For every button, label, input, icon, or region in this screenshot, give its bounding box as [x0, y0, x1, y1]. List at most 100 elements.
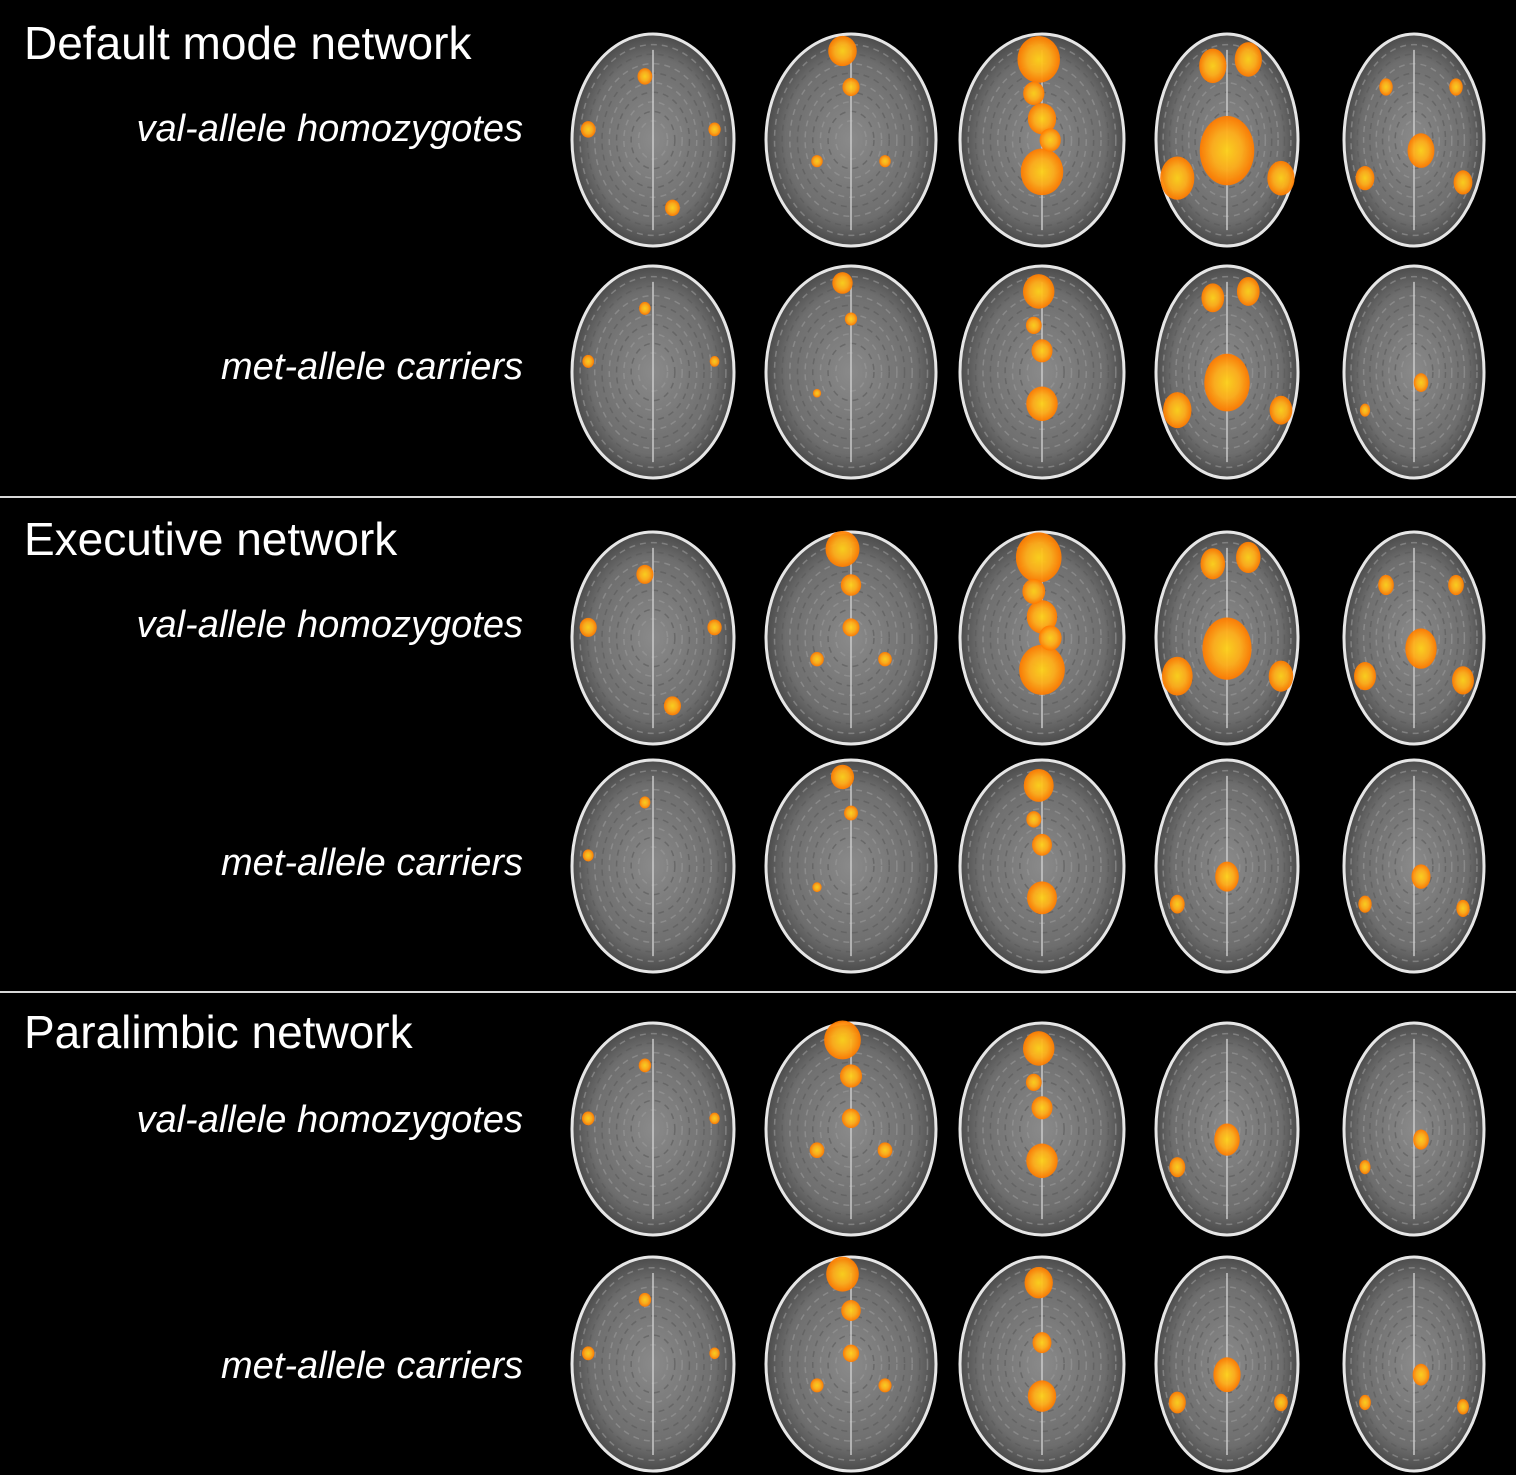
activation-blob	[1039, 128, 1061, 152]
activation-blob	[638, 1292, 652, 1307]
activation-blob	[1452, 666, 1474, 695]
activation-blob	[1448, 574, 1464, 596]
activation-blob	[826, 1256, 859, 1292]
activation-blob	[707, 619, 722, 636]
activation-blob	[1026, 1143, 1058, 1179]
brain-slice	[764, 758, 938, 974]
activation-blob	[810, 1378, 824, 1393]
brain-slice	[958, 530, 1126, 746]
activation-blob	[1026, 386, 1058, 422]
brain-slice	[1342, 758, 1486, 974]
activation-blob	[1022, 578, 1046, 604]
activation-blob	[1022, 274, 1055, 309]
activation-blob	[1378, 574, 1394, 596]
activation-blob	[1023, 769, 1054, 802]
activation-blob	[639, 301, 651, 315]
brain-slice	[764, 264, 938, 480]
activation-blob	[582, 354, 595, 368]
activation-blob	[579, 617, 597, 637]
activation-blob	[812, 388, 822, 398]
activation-blob	[841, 1108, 861, 1129]
activation-blob	[1022, 1031, 1055, 1066]
activation-blob	[1031, 339, 1053, 363]
section-executive-network: Executive network val-allele homozygotes…	[0, 498, 1516, 991]
activation-blob	[840, 574, 862, 596]
activation-blob	[1161, 656, 1193, 696]
activation-blob	[1449, 78, 1463, 96]
activation-blob	[1199, 116, 1255, 186]
group-label-met: met-allele carriers	[221, 1345, 523, 1387]
activation-blob	[665, 199, 680, 217]
brain-slice	[764, 1255, 938, 1473]
activation-blob	[1168, 1391, 1186, 1414]
activation-blob	[878, 1378, 892, 1393]
slice-row	[556, 1019, 1516, 1239]
brain-slice	[764, 1020, 938, 1237]
brain-slice	[1342, 1021, 1486, 1237]
activation-blob	[842, 618, 860, 637]
activation-blob	[809, 1142, 825, 1158]
activation-blob	[709, 355, 720, 367]
network-title: Executive network	[24, 513, 398, 565]
activation-blob	[1032, 833, 1052, 856]
activation-blob	[810, 651, 824, 667]
activation-blob	[1038, 625, 1062, 651]
brain-slice	[570, 1255, 736, 1473]
brain-slice	[1154, 264, 1300, 480]
activation-blob	[1413, 373, 1429, 392]
activation-blob	[1015, 532, 1062, 583]
activation-blob	[1025, 316, 1042, 335]
activation-blob	[1379, 78, 1393, 96]
activation-blob	[1453, 170, 1473, 195]
activation-blob	[1359, 1394, 1371, 1411]
activation-blob	[1020, 148, 1064, 196]
activation-blob	[1024, 1266, 1053, 1299]
group-label-met: met-allele carriers	[221, 346, 523, 388]
activation-blob	[709, 1347, 720, 1360]
brain-slice	[1342, 264, 1486, 480]
activation-blob	[1163, 392, 1192, 429]
brain-slice	[958, 264, 1126, 480]
activation-blob	[1031, 1096, 1053, 1120]
activation-blob	[581, 1346, 595, 1361]
activation-blob	[1412, 1363, 1430, 1386]
brain-slice	[570, 264, 736, 480]
network-title: Paralimbic network	[24, 1006, 413, 1058]
activation-blob	[1160, 156, 1195, 200]
activation-blob	[824, 1020, 861, 1060]
brain-slice	[1342, 1255, 1486, 1473]
group-label-val: val-allele homozygotes	[136, 1099, 523, 1141]
brain-slice	[1154, 32, 1300, 248]
activation-blob	[1359, 403, 1371, 417]
activation-blob	[1274, 1393, 1288, 1412]
activation-blob	[709, 1112, 720, 1125]
brain-slice	[958, 1021, 1126, 1237]
brain-slice	[1342, 32, 1486, 248]
section-paralimbic-network: Paralimbic network val-allele homozygote…	[0, 993, 1516, 1475]
activation-blob	[877, 1142, 893, 1158]
activation-blob	[638, 1058, 652, 1073]
activation-blob	[1201, 283, 1225, 313]
brain-slice	[1154, 1255, 1300, 1473]
brain-slice	[764, 32, 938, 248]
activation-blob	[639, 796, 651, 809]
activation-blob	[1026, 600, 1058, 634]
activation-blob	[811, 155, 823, 168]
brain-slice	[958, 758, 1126, 974]
activation-blob	[1405, 628, 1437, 669]
activation-blob	[1456, 899, 1470, 917]
activation-blob	[825, 530, 860, 567]
activation-blob	[1269, 395, 1293, 425]
brain-slice	[958, 1255, 1126, 1473]
activation-blob	[841, 1300, 861, 1321]
activation-blob	[1200, 548, 1226, 580]
activation-blob	[1234, 42, 1262, 77]
activation-blob	[1358, 895, 1372, 913]
activation-blob	[1019, 644, 1065, 695]
activation-blob	[637, 68, 653, 85]
activation-blob	[1199, 48, 1227, 84]
activation-blob	[1268, 660, 1294, 692]
activation-blob	[581, 1111, 595, 1126]
activation-blob	[1027, 103, 1057, 135]
brain-slice	[958, 32, 1126, 248]
